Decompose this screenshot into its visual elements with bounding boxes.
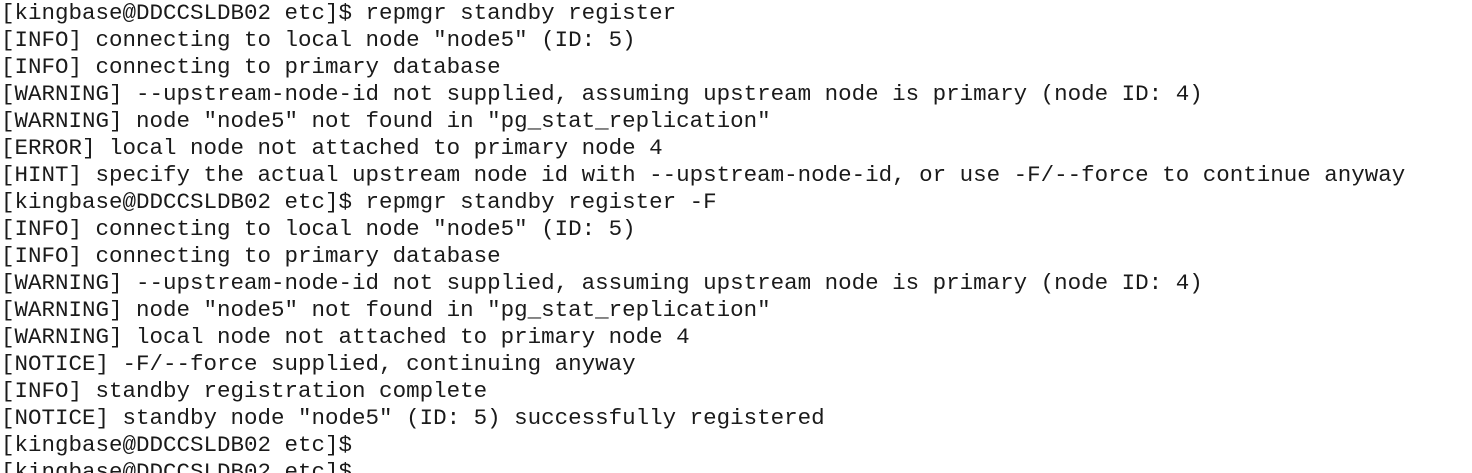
terminal-line-info: [INFO] connecting to local node "node5" … (1, 27, 636, 53)
terminal-line-warning: [WARNING] local node not attached to pri… (1, 324, 690, 350)
terminal-line-prompt-command: [kingbase@DDCCSLDB02 etc]$ repmgr standb… (1, 0, 677, 26)
terminal-line-warning: [WARNING] --upstream-node-id not supplie… (1, 81, 1203, 107)
terminal-line-info: [INFO] connecting to primary database (1, 243, 501, 269)
terminal-line-prompt: [kingbase@DDCCSLDB02 etc]$ (1, 459, 353, 473)
terminal-line-prompt-command: [kingbase@DDCCSLDB02 etc]$ repmgr standb… (1, 189, 717, 215)
terminal-line-warning: [WARNING] node "node5" not found in "pg_… (1, 297, 771, 323)
terminal-line-error: [ERROR] local node not attached to prima… (1, 135, 663, 161)
terminal-line-warning: [WARNING] --upstream-node-id not supplie… (1, 270, 1203, 296)
terminal-line-info: [INFO] connecting to local node "node5" … (1, 216, 636, 242)
terminal-line-notice: [NOTICE] standby node "node5" (ID: 5) su… (1, 405, 825, 431)
terminal-line-prompt: [kingbase@DDCCSLDB02 etc]$ (1, 432, 353, 458)
terminal-line-hint: [HINT] specify the actual upstream node … (1, 162, 1406, 188)
terminal-line-info: [INFO] standby registration complete (1, 378, 488, 404)
terminal-line-notice: [NOTICE] -F/--force supplied, continuing… (1, 351, 636, 377)
terminal-line-info: [INFO] connecting to primary database (1, 54, 501, 80)
terminal-line-warning: [WARNING] node "node5" not found in "pg_… (1, 108, 771, 134)
